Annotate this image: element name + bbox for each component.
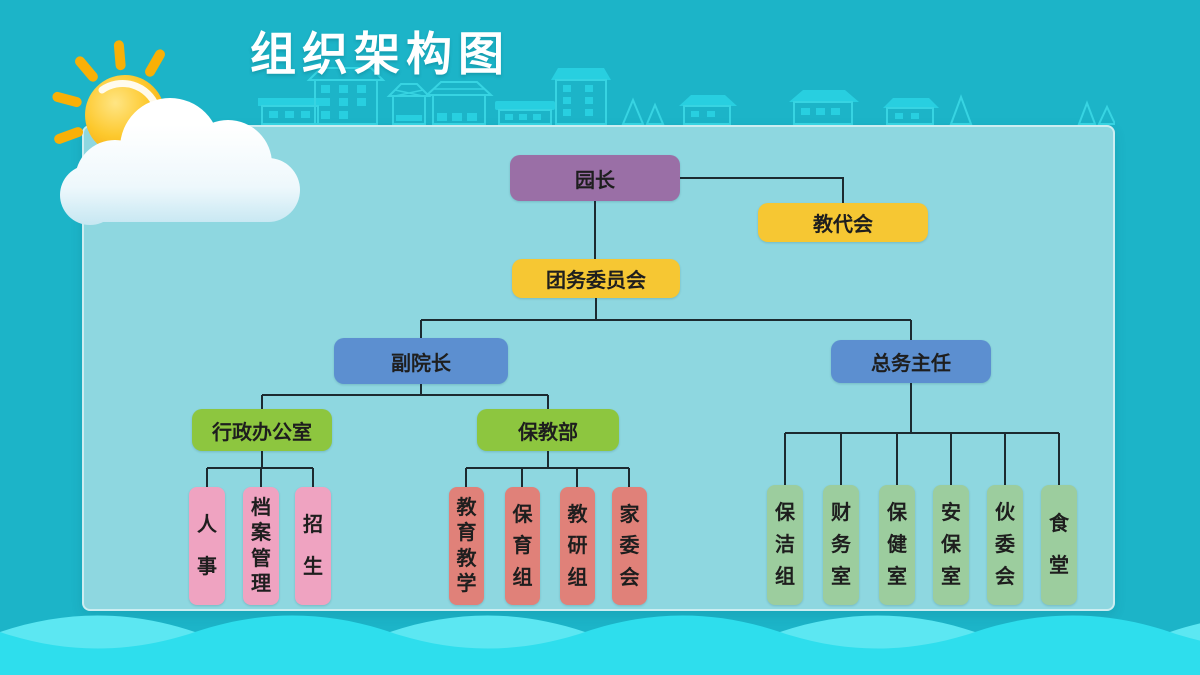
house-small-2 [883, 98, 939, 125]
node-canteen: 食堂 [1041, 485, 1077, 605]
page-title: 组织架构图 [250, 28, 510, 80]
wave-bright [0, 615, 1200, 675]
connector-general-branch [784, 383, 1060, 485]
house-low [495, 101, 555, 125]
node-cleaning-group: 保洁组 [767, 485, 803, 605]
cloud-icon [60, 98, 300, 225]
node-hr: 人事 [189, 487, 225, 605]
house-building-striped-roof [551, 68, 611, 125]
node-security-office: 安保室 [933, 485, 969, 605]
connector-root-to-congress [680, 177, 844, 203]
node-principal: 园长 [510, 155, 680, 201]
house-crosshatch-roof [386, 83, 432, 125]
trees [621, 97, 665, 125]
connector-admin-branch [206, 451, 314, 487]
connector-vice-branch [261, 384, 549, 409]
sun-cloud-decoration [52, 40, 300, 225]
node-admissions: 招生 [295, 487, 331, 605]
node-care-education-dept: 保教部 [477, 409, 619, 451]
node-vice-principal: 副院长 [334, 338, 508, 384]
tree-single [949, 94, 973, 125]
node-committee: 团务委员会 [512, 259, 680, 298]
node-staff-congress: 教代会 [758, 203, 928, 242]
houses-skyline-decoration [258, 67, 1115, 125]
connector-committee-branch [420, 298, 912, 340]
house-shop [258, 98, 322, 125]
house-striped-roof [424, 81, 494, 125]
waves-decoration [0, 615, 1200, 675]
node-childcare-group: 保育组 [505, 487, 540, 605]
node-general-affairs-director: 总务主任 [831, 340, 991, 383]
node-finance-office: 财务室 [823, 485, 859, 605]
house-mid [789, 90, 859, 125]
node-food-committee: 伙委会 [987, 485, 1023, 605]
connector-care-branch [465, 451, 630, 487]
node-archives-management: 档案管理 [243, 487, 279, 605]
node-health-office: 保健室 [879, 485, 915, 605]
node-parents-committee: 家委会 [612, 487, 647, 605]
house-small-1 [679, 95, 737, 125]
node-teaching-research-group: 教研组 [560, 487, 595, 605]
trees-right [1077, 100, 1115, 125]
node-admin-office: 行政办公室 [192, 409, 332, 451]
node-education-teaching: 教育教学 [449, 487, 484, 605]
house-tall-building [306, 67, 386, 125]
